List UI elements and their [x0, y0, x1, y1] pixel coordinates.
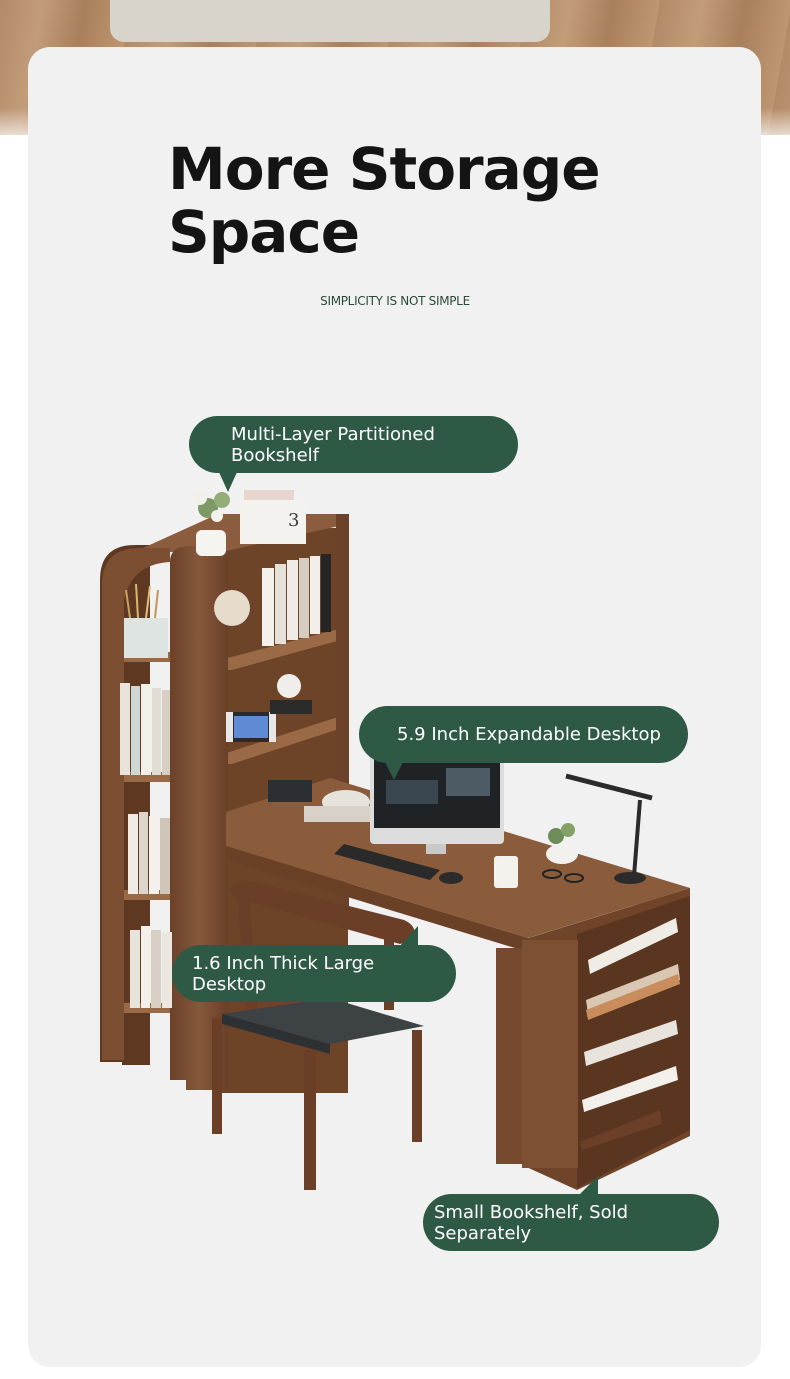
small-bookshelf-books [580, 918, 680, 1150]
callout-line-2: Bookshelf [231, 444, 319, 466]
rug [110, 0, 550, 42]
callout-pointer [384, 760, 404, 780]
page-subtitle: SIMPLICITY IS NOT SIMPLE [320, 294, 470, 308]
callout-text: Multi-Layer Partitioned Bookshelf [231, 424, 435, 466]
callout-line-1: 5.9 Inch Expandable Desktop [397, 724, 661, 745]
callout-line-1: 1.6 Inch Thick Large [192, 952, 375, 974]
callout-text: 5.9 Inch Expandable Desktop [397, 724, 661, 745]
book-number-label: 3 [288, 510, 299, 531]
callout-multi-layer-bookshelf: Multi-Layer Partitioned Bookshelf [189, 416, 518, 473]
callout-expandable-desktop: 5.9 Inch Expandable Desktop [359, 706, 688, 763]
callout-text: 1.6 Inch Thick Large Desktop [192, 953, 374, 995]
callout-text: Small Bookshelf, Sold Separately [434, 1202, 628, 1244]
title-line-1: More Storage [168, 135, 601, 203]
callout-pointer [218, 470, 238, 492]
callout-small-bookshelf: Small Bookshelf, Sold Separately [423, 1194, 719, 1251]
page-title: More Storage Space [168, 135, 601, 266]
callout-line-1: Multi-Layer Partitioned [231, 423, 435, 445]
title-line-2: Space [168, 198, 360, 266]
bookshelf-books: 3 [120, 490, 331, 1008]
callout-thick-desktop: 1.6 Inch Thick Large Desktop [172, 945, 456, 1002]
callout-line-2: Separately [434, 1222, 532, 1244]
callout-line-1: Small Bookshelf, Sold [434, 1201, 629, 1223]
callout-pointer [398, 926, 418, 948]
callout-pointer [578, 1176, 598, 1196]
callout-line-2: Desktop [192, 973, 267, 995]
